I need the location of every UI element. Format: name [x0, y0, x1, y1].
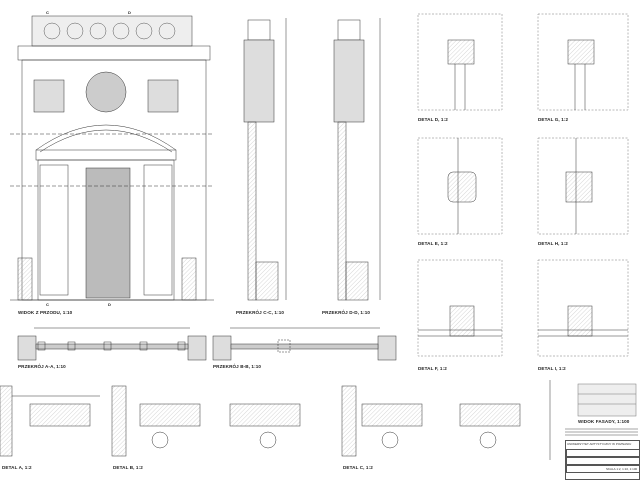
detail-b-label: DETAL B, 1:2 — [113, 465, 143, 470]
section-aa — [17, 327, 207, 361]
section-cc — [243, 18, 287, 301]
section-dd — [333, 18, 381, 301]
detail-g-label: DETAL G, 1:2 — [538, 117, 569, 122]
front-view-label: WIDOK Z PRZODU, 1:10 — [18, 310, 73, 315]
title-block: UNIWERSYTET ARTYSTYCZNY W POZNANIU SKALA… — [565, 440, 640, 480]
section-dd-label: PRZEKRÓJ D-D, 1:10 — [322, 310, 371, 315]
detail-h-label: DETAL H, 1:2 — [538, 241, 568, 246]
detail-i-label: DETAL I, 1:2 — [538, 366, 566, 371]
section-marker: C — [46, 302, 49, 307]
section-bb-label: PRZEKRÓJ B-B, 1:10 — [213, 364, 262, 369]
section-cc-label: PRZEKRÓJ C-C, 1:10 — [236, 310, 285, 315]
detail-c-label: DETAL C, 1:2 — [343, 465, 373, 470]
facade-thumbnail — [577, 383, 637, 417]
title-row — [566, 465, 640, 473]
section-marker: D — [108, 302, 111, 307]
detail-boxes — [417, 13, 629, 357]
title-block-institution: UNIWERSYTET ARTYSTYCZNY W POZNANIU — [567, 442, 632, 446]
detail-f-label: DETAL F, 1:2 — [418, 366, 447, 371]
title-row — [566, 449, 640, 457]
door-elevation — [10, 15, 214, 301]
facade-view-label: WIDOK FASADY, 1:100 — [578, 419, 630, 424]
detail-d-label: DETAL D, 1:2 — [418, 117, 448, 122]
section-marker: D — [128, 10, 131, 15]
title-block-scale: SKALA 1:2, 1:10, 1:100 — [606, 467, 638, 471]
detail-a-label: DETAL A, 1:2 — [2, 465, 32, 470]
detail-e-label: DETAL E, 1:2 — [418, 241, 448, 246]
notes — [565, 428, 638, 436]
section-marker: C — [46, 10, 49, 15]
title-row — [566, 457, 640, 465]
detail-profiles — [418, 39, 628, 337]
section-bb — [212, 327, 397, 361]
section-aa-label: PRZEKRÓJ A-A, 1:10 — [18, 364, 66, 369]
bottom-details — [0, 380, 551, 460]
